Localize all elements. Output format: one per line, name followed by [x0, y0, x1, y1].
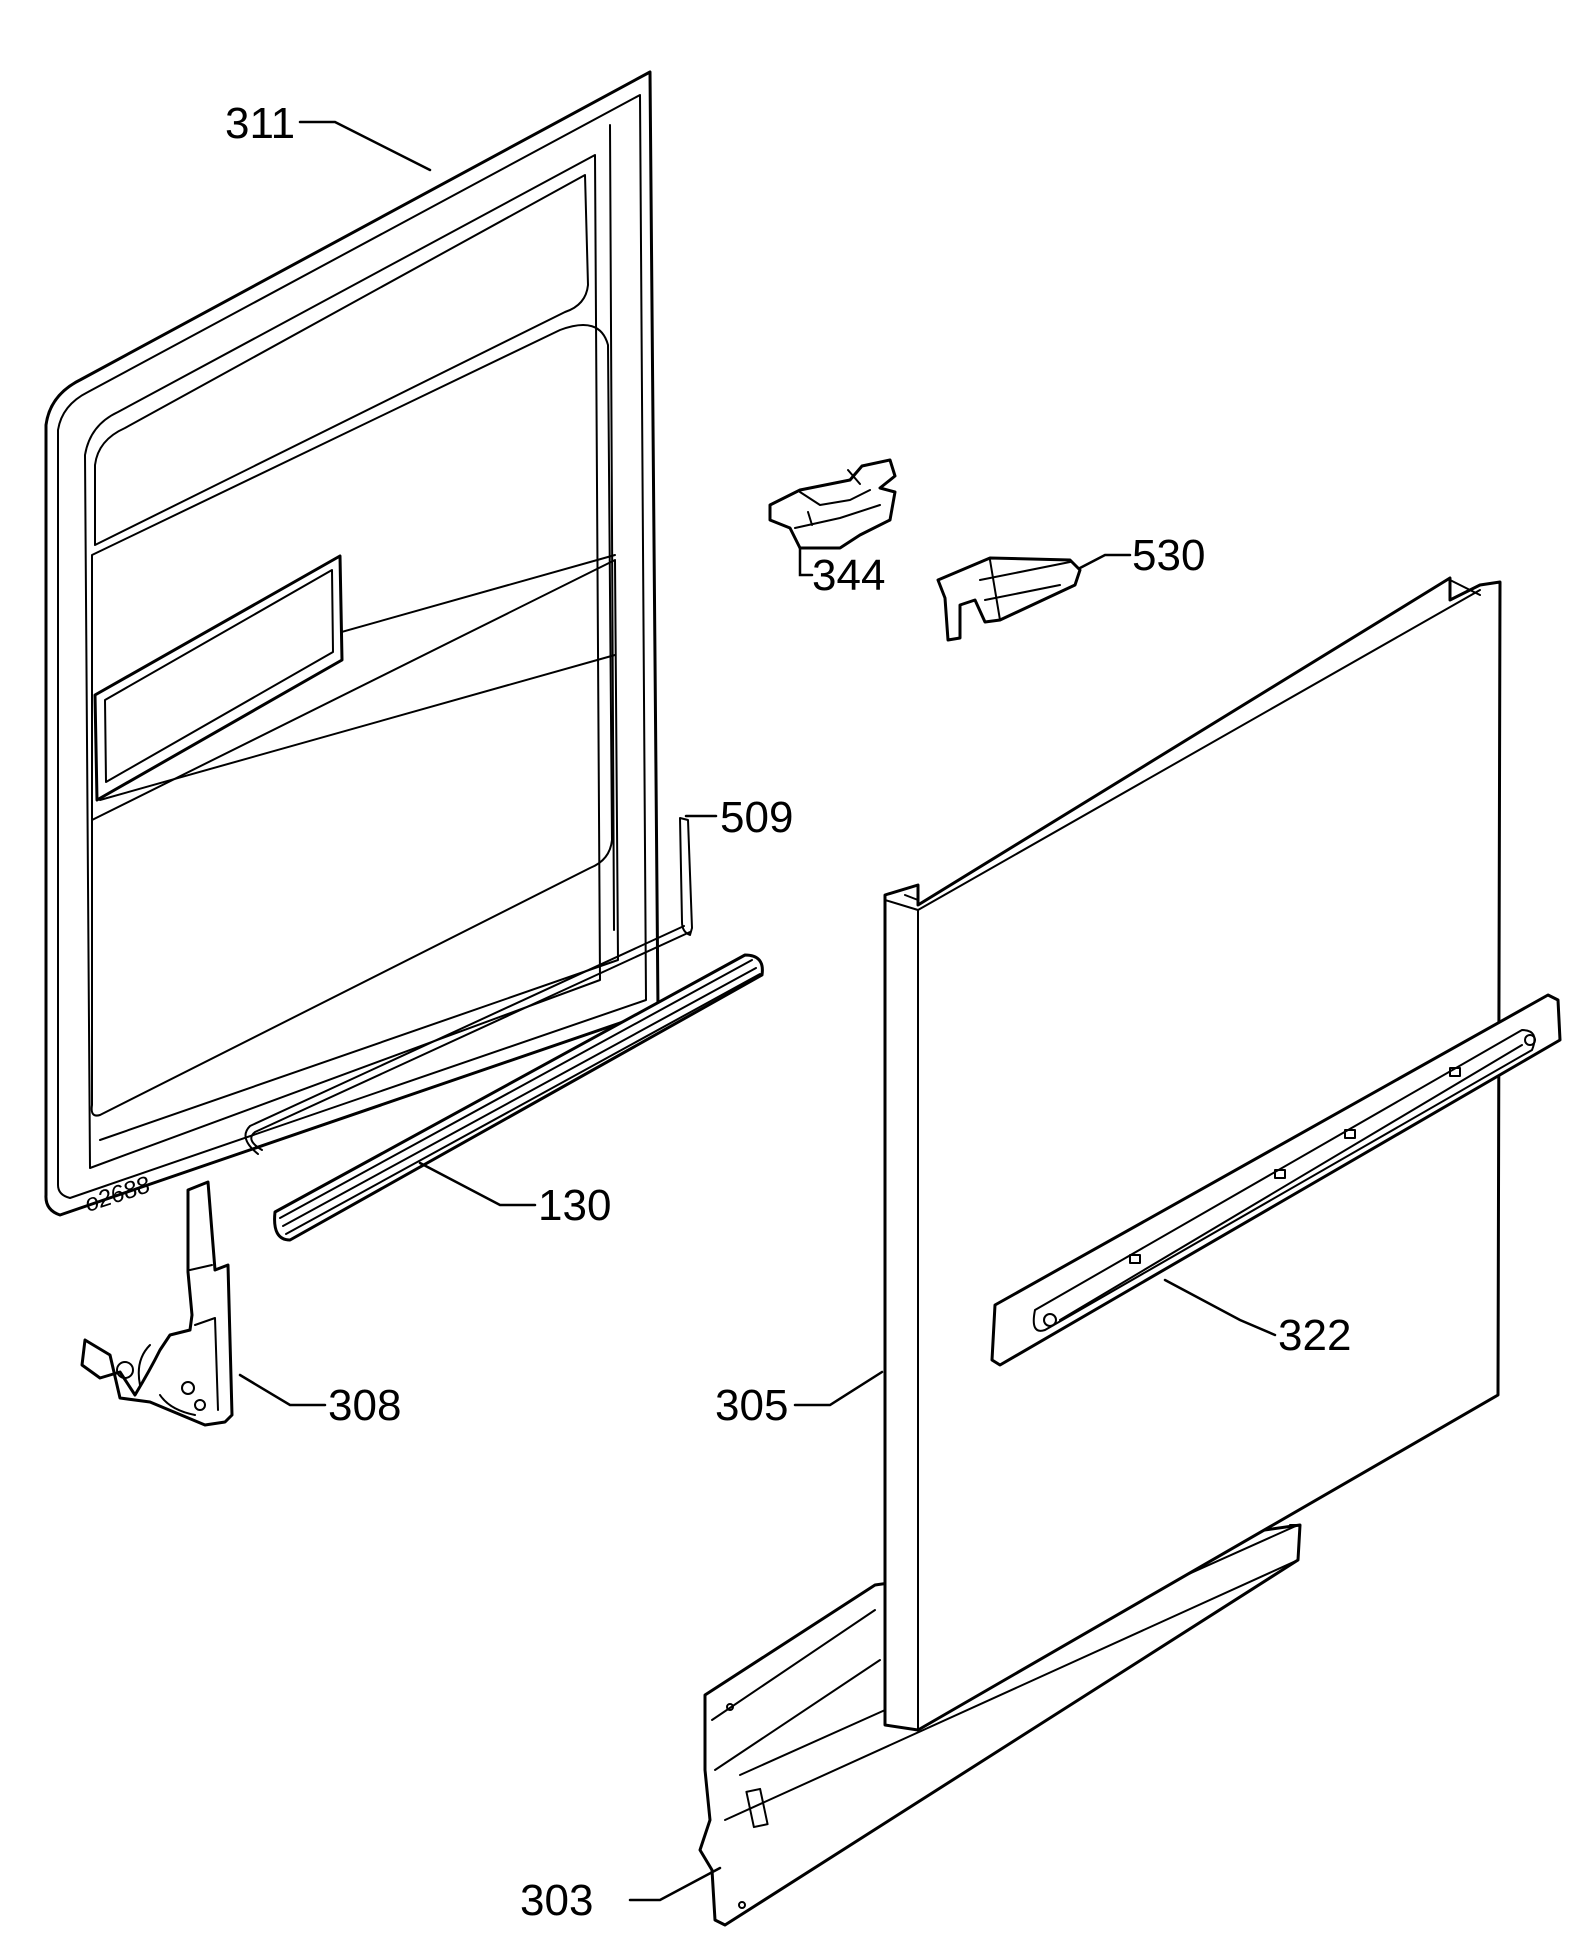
- callout-130: 130: [538, 1181, 611, 1230]
- part-344-latch[interactable]: [768, 458, 897, 550]
- part-130-gasket[interactable]: [273, 953, 764, 1242]
- leader-311: [298, 120, 432, 172]
- leader-530: [1078, 553, 1132, 570]
- part-322-rail[interactable]: [990, 993, 1562, 1367]
- callout-530: 530: [1132, 531, 1205, 580]
- callout-322: 322: [1278, 1311, 1351, 1360]
- callout-311: 311: [225, 99, 295, 148]
- callout-308: 308: [328, 1381, 401, 1430]
- callout-509: 509: [720, 793, 793, 842]
- callout-305: 305: [715, 1381, 788, 1430]
- callout-303: 303: [520, 1876, 593, 1925]
- part-509-wire-rod[interactable]: [244, 817, 693, 1155]
- part-530-handle[interactable]: [936, 556, 1082, 642]
- part-308-hinge[interactable]: [80, 1180, 234, 1427]
- part-311-inner-door[interactable]: o2688: [44, 70, 660, 1218]
- leader-308: [238, 1373, 327, 1407]
- leader-130: [418, 1161, 537, 1207]
- callout-344: 344: [812, 551, 885, 600]
- part-305-outer-door[interactable]: [883, 576, 1502, 1732]
- leader-303: [628, 1866, 722, 1902]
- leader-344: [798, 546, 814, 577]
- leader-305: [793, 1370, 884, 1407]
- leader-322: [1163, 1278, 1277, 1337]
